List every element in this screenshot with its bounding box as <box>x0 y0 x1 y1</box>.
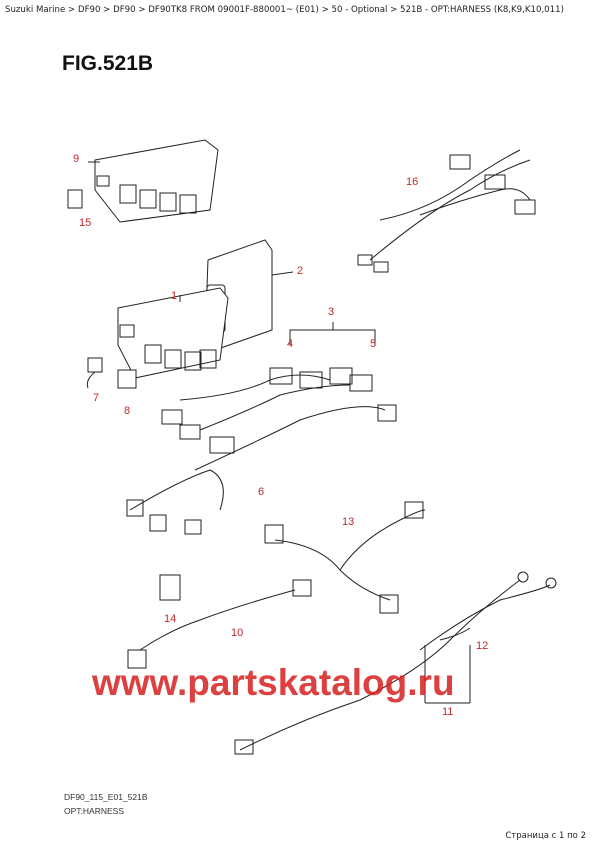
callout-14[interactable]: 14 <box>164 613 177 625</box>
callout-10[interactable]: 10 <box>231 627 244 639</box>
callout-2[interactable]: 2 <box>297 265 304 277</box>
watermark: www.partskatalog.ru <box>92 662 455 703</box>
part-8-connector <box>117 369 137 389</box>
drawing-name: OPT:HARNESS <box>64 806 124 816</box>
figure-title: FIG.521B <box>62 52 154 75</box>
part-7-bulb-socket <box>87 357 103 373</box>
callout-13[interactable]: 13 <box>342 516 355 528</box>
part-14-connector <box>159 574 181 601</box>
part-6-main-harness <box>126 367 397 535</box>
pagination: Страница с 1 по 2 <box>505 831 586 841</box>
part-13-harness <box>264 501 426 614</box>
callout-6[interactable]: 6 <box>258 486 265 498</box>
drawing-code: DF90_115_E01_521B <box>64 792 148 802</box>
callout-4[interactable]: 4 <box>287 338 294 350</box>
callout-11[interactable]: 11 <box>442 706 454 718</box>
part-11-cable <box>234 571 557 755</box>
callout-16[interactable]: 16 <box>406 176 419 188</box>
part-9-relay-box <box>94 139 219 223</box>
callout-15[interactable]: 15 <box>79 217 92 229</box>
part-10-harness <box>127 579 312 669</box>
callout-9[interactable]: 9 <box>73 153 80 165</box>
callout-8[interactable]: 8 <box>124 405 131 417</box>
part-16-harness <box>357 149 536 273</box>
callout-12[interactable]: 12 <box>476 640 489 652</box>
breadcrumb[interactable]: Suzuki Marine > DF90 > DF90 > DF90TK8 FR… <box>5 5 564 15</box>
part-15-connector <box>67 189 83 209</box>
part-1-relay-box <box>117 287 229 379</box>
callout-1[interactable]: 1 <box>171 290 178 302</box>
callout-7[interactable]: 7 <box>93 392 100 404</box>
callout-5[interactable]: 5 <box>370 338 377 350</box>
callout-3[interactable]: 3 <box>328 306 335 318</box>
